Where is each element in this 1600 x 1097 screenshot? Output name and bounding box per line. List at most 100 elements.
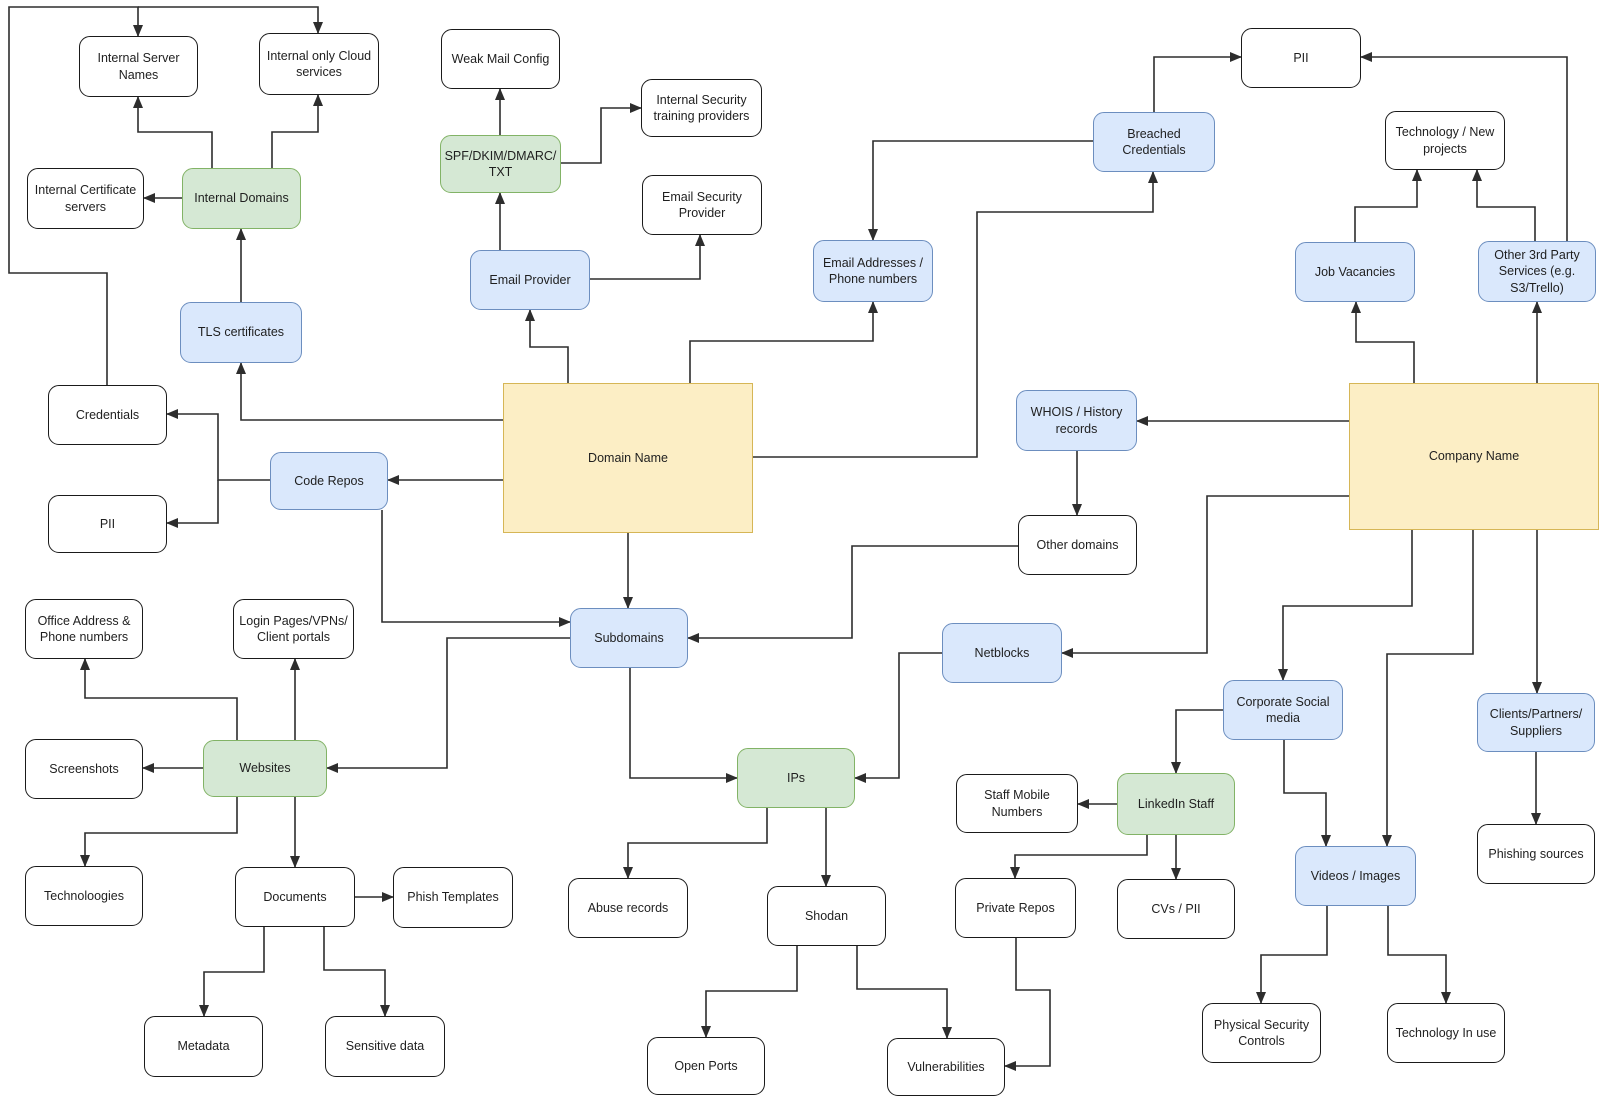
node-abuse-records: Abuse records — [568, 878, 688, 938]
node-technology-in-use: Technology In use — [1387, 1003, 1505, 1063]
edge-domain-name--email-provider — [525, 309, 569, 383]
node-metadata: Metadata — [144, 1016, 263, 1077]
edge-code-repos--subdomains — [381, 510, 571, 627]
node-whois-history-records: WHOIS / History records — [1016, 390, 1137, 451]
node-label-open-ports: Open Ports — [674, 1058, 738, 1073]
node-open-ports: Open Ports — [647, 1037, 765, 1095]
edge-code-repos--pii-left — [166, 480, 219, 528]
node-label-technoloogies: Technoloogies — [44, 888, 124, 903]
node-label-corporate-social-media: Corporate Social media — [1236, 694, 1330, 725]
edge-netblocks--ips — [854, 652, 942, 783]
edge-internal-domains--internal-only-cloud — [271, 94, 323, 168]
node-sensitive-data: Sensitive data — [325, 1016, 445, 1077]
edge-videos-images--technology-in-use — [1387, 906, 1451, 1004]
node-office-address: Office Address & Phone numbers — [25, 599, 143, 659]
node-label-internal-security-training: Internal Security training providers — [653, 92, 750, 123]
edges-group — [8, 6, 1568, 1071]
edge-internal-domains--internal-server-names — [133, 96, 213, 168]
node-label-sensitive-data: Sensitive data — [345, 1039, 425, 1054]
node-netblocks: Netblocks — [942, 623, 1062, 683]
edge-websites--office-address — [80, 658, 238, 740]
edge-shodan--vulnerabilities — [856, 946, 952, 1039]
node-credentials: Credentials — [48, 385, 167, 445]
node-vulnerabilities: Vulnerabilities — [887, 1038, 1005, 1096]
node-code-repos: Code Repos — [270, 452, 388, 510]
node-websites: Websites — [203, 740, 327, 797]
edge-private-repos--vulnerabilities — [1004, 938, 1051, 1071]
edge-company-name--netblocks — [1061, 495, 1349, 658]
node-domain-name: Domain Name — [503, 383, 753, 533]
node-label-vulnerabilities: Vulnerabilities — [907, 1059, 985, 1074]
node-label-physical-security-controls: Physical Security Controls — [1213, 1017, 1310, 1048]
node-staff-mobile-numbers: Staff Mobile Numbers — [956, 774, 1078, 833]
node-documents: Documents — [235, 867, 355, 927]
node-label-other-3rd-party-services: Other 3rd Party Services (e.g. S3/Trello… — [1494, 248, 1580, 295]
node-label-spf-dkim-dmarc-txt: SPF/DKIM/DMARC/ TXT — [444, 148, 557, 179]
node-label-netblocks: Netblocks — [974, 645, 1030, 660]
node-label-private-repos: Private Repos — [976, 900, 1055, 915]
edge-shodan--open-ports — [701, 946, 798, 1038]
edge-corporate-social-media--videos-images — [1283, 740, 1331, 847]
node-label-videos-images: Videos / Images — [1310, 868, 1401, 883]
node-label-internal-domains: Internal Domains — [194, 191, 289, 206]
edge-credentials--internal-server-names — [8, 6, 143, 385]
edge-domain-name--tls-certificates — [236, 362, 503, 421]
node-internal-only-cloud: Internal only Cloud services — [259, 33, 379, 95]
node-label-company-name: Company Name — [1428, 449, 1520, 464]
edge-company-name--job-vacancies — [1351, 301, 1415, 383]
node-spf-dkim-dmarc-txt: SPF/DKIM/DMARC/ TXT — [440, 135, 561, 193]
node-label-weak-mail-config: Weak Mail Config — [451, 51, 550, 66]
edge-other-domains--subdomains — [687, 545, 1018, 643]
node-clients-partners-suppliers: Clients/Partners/ Suppliers — [1477, 693, 1595, 752]
node-label-email-provider: Email Provider — [489, 272, 571, 287]
edge-breached-credentials--pii-top — [1153, 52, 1242, 112]
node-videos-images: Videos / Images — [1295, 846, 1416, 906]
edge-documents--metadata — [199, 927, 265, 1017]
node-label-staff-mobile-numbers: Staff Mobile Numbers — [984, 788, 1050, 819]
node-label-internal-cert-servers: Internal Certificate servers — [34, 183, 137, 214]
edge-code-repos--credentials — [166, 409, 270, 481]
edge-linkedin-staff--private-repos — [1010, 835, 1148, 879]
node-pii-left: PII — [48, 495, 167, 553]
edge-breached-credentials--email-addresses — [868, 140, 1093, 241]
node-label-phish-templates: Phish Templates — [407, 890, 499, 905]
node-label-login-pages: Login Pages/VPNs/ Client portals — [239, 613, 348, 644]
node-pii-top: PII — [1241, 28, 1361, 88]
node-label-cvs-pii: CVs / PII — [1151, 901, 1201, 916]
node-job-vacancies: Job Vacancies — [1295, 242, 1415, 302]
node-physical-security-controls: Physical Security Controls — [1202, 1003, 1321, 1063]
edge-company-name--videos-images — [1382, 530, 1474, 847]
node-weak-mail-config: Weak Mail Config — [441, 29, 560, 89]
node-internal-server-names: Internal Server Names — [79, 36, 198, 97]
edge-domain-name--breached-credentials — [753, 171, 1158, 458]
node-phishing-sources: Phishing sources — [1477, 824, 1595, 884]
edge-spf-dkim-dmarc-txt--internal-security-training — [561, 103, 642, 164]
node-label-domain-name: Domain Name — [588, 450, 668, 465]
edge-email-provider--email-security-provider — [590, 234, 705, 280]
node-internal-security-training: Internal Security training providers — [641, 79, 762, 137]
node-label-websites: Websites — [239, 761, 291, 776]
node-label-job-vacancies: Job Vacancies — [1314, 264, 1396, 279]
node-label-metadata: Metadata — [177, 1039, 230, 1054]
node-tls-certificates: TLS certificates — [180, 302, 302, 363]
node-label-pii-left: PII — [99, 516, 116, 531]
node-label-ips: IPs — [786, 770, 806, 785]
edge-corporate-social-media--linkedin-staff — [1171, 709, 1223, 774]
node-ips: IPs — [737, 748, 855, 808]
node-label-technology-in-use: Technology In use — [1395, 1025, 1497, 1040]
edge-other-3rd-party-services--technology-new-projects — [1472, 169, 1536, 241]
node-linkedin-staff: LinkedIn Staff — [1117, 773, 1235, 835]
node-label-screenshots: Screenshots — [49, 761, 119, 776]
node-private-repos: Private Repos — [955, 878, 1076, 938]
node-cvs-pii: CVs / PII — [1117, 879, 1235, 939]
node-label-abuse-records: Abuse records — [587, 900, 669, 915]
node-login-pages: Login Pages/VPNs/ Client portals — [233, 599, 354, 659]
node-label-clients-partners-suppliers: Clients/Partners/ Suppliers — [1489, 707, 1583, 738]
node-label-email-addresses: Email Addresses / Phone numbers — [822, 255, 924, 286]
node-label-tls-certificates: TLS certificates — [197, 325, 285, 340]
node-internal-cert-servers: Internal Certificate servers — [27, 168, 144, 229]
node-email-provider: Email Provider — [470, 250, 590, 310]
node-label-subdomains: Subdomains — [594, 630, 664, 645]
